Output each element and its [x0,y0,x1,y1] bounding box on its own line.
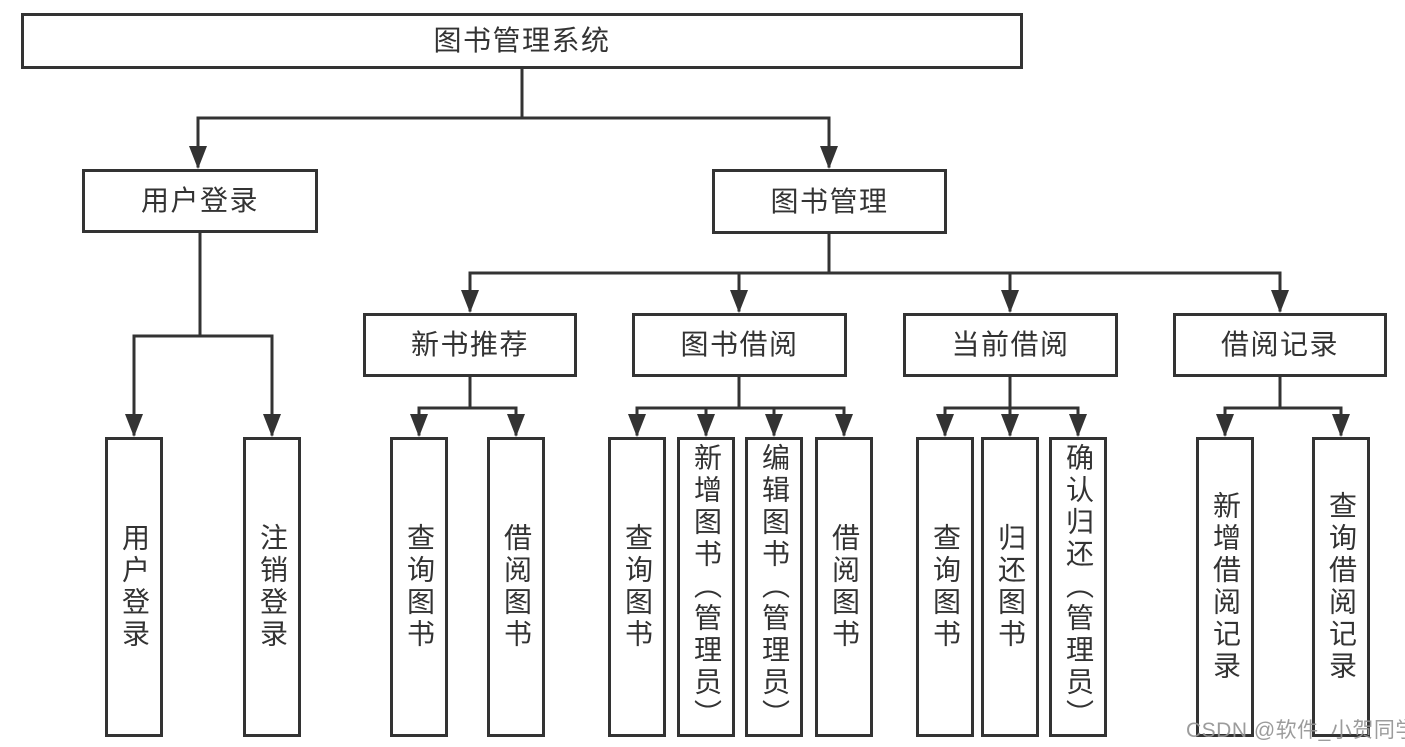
node-new-book-recommend: 新书推荐 [363,313,577,377]
leaf-query-borrow-record: 查询借阅记录 [1312,437,1370,737]
leaf-logout: 注销登录 [243,437,301,737]
node-label: 编辑图书（管理员） [759,443,790,731]
leaf-confirm-return-admin: 确认归还（管理员） [1049,437,1107,737]
node-borrowing-records: 借阅记录 [1173,313,1387,377]
leaf-edit-book-admin: 编辑图书（管理员） [745,437,803,737]
node-user-login: 用户登录 [82,169,318,233]
leaf-add-borrow-record: 新增借阅记录 [1196,437,1254,737]
node-book-borrowing: 图书借阅 [632,313,847,377]
leaf-user-login: 用户登录 [105,437,163,737]
node-label: 图书借阅 [680,329,799,360]
node-label: 用户登录 [140,185,259,216]
node-label: 查询图书 [930,523,961,651]
watermark: CSDN @软件_小贺同学 [1186,719,1405,742]
leaf-query-books-recommend: 查询图书 [390,437,448,737]
leaf-add-book-admin: 新增图书（管理员） [677,437,735,737]
leaf-query-books-current: 查询图书 [916,437,974,737]
node-label: 注销登录 [257,523,288,651]
node-label: 归还图书 [995,523,1026,651]
node-label: 新增图书（管理员） [691,443,722,731]
node-label: 确认归还（管理员） [1063,443,1094,731]
node-library-management-system: 图书管理系统 [21,13,1023,69]
node-current-borrowing: 当前借阅 [903,313,1118,377]
node-label: 借阅图书 [501,523,532,651]
leaf-borrow-books-borrowing: 借阅图书 [815,437,873,737]
node-label: 借阅记录 [1220,329,1339,360]
node-label: 当前借阅 [951,329,1070,360]
node-label: 借阅图书 [829,523,860,651]
node-label: 用户登录 [119,523,150,651]
node-book-management: 图书管理 [712,169,947,234]
node-label: 查询借阅记录 [1326,491,1357,683]
arrowheads [125,146,1350,437]
node-label: 查询图书 [404,523,435,651]
node-label: 新书推荐 [410,329,529,360]
leaf-borrow-books-recommend: 借阅图书 [487,437,545,737]
node-label: 查询图书 [622,523,653,651]
node-label: 图书管理 [770,185,889,217]
leaf-query-books-borrowing: 查询图书 [608,437,666,737]
leaf-return-book: 归还图书 [981,437,1039,737]
node-label: 新增借阅记录 [1210,491,1241,683]
node-label: 图书管理系统 [433,25,611,56]
